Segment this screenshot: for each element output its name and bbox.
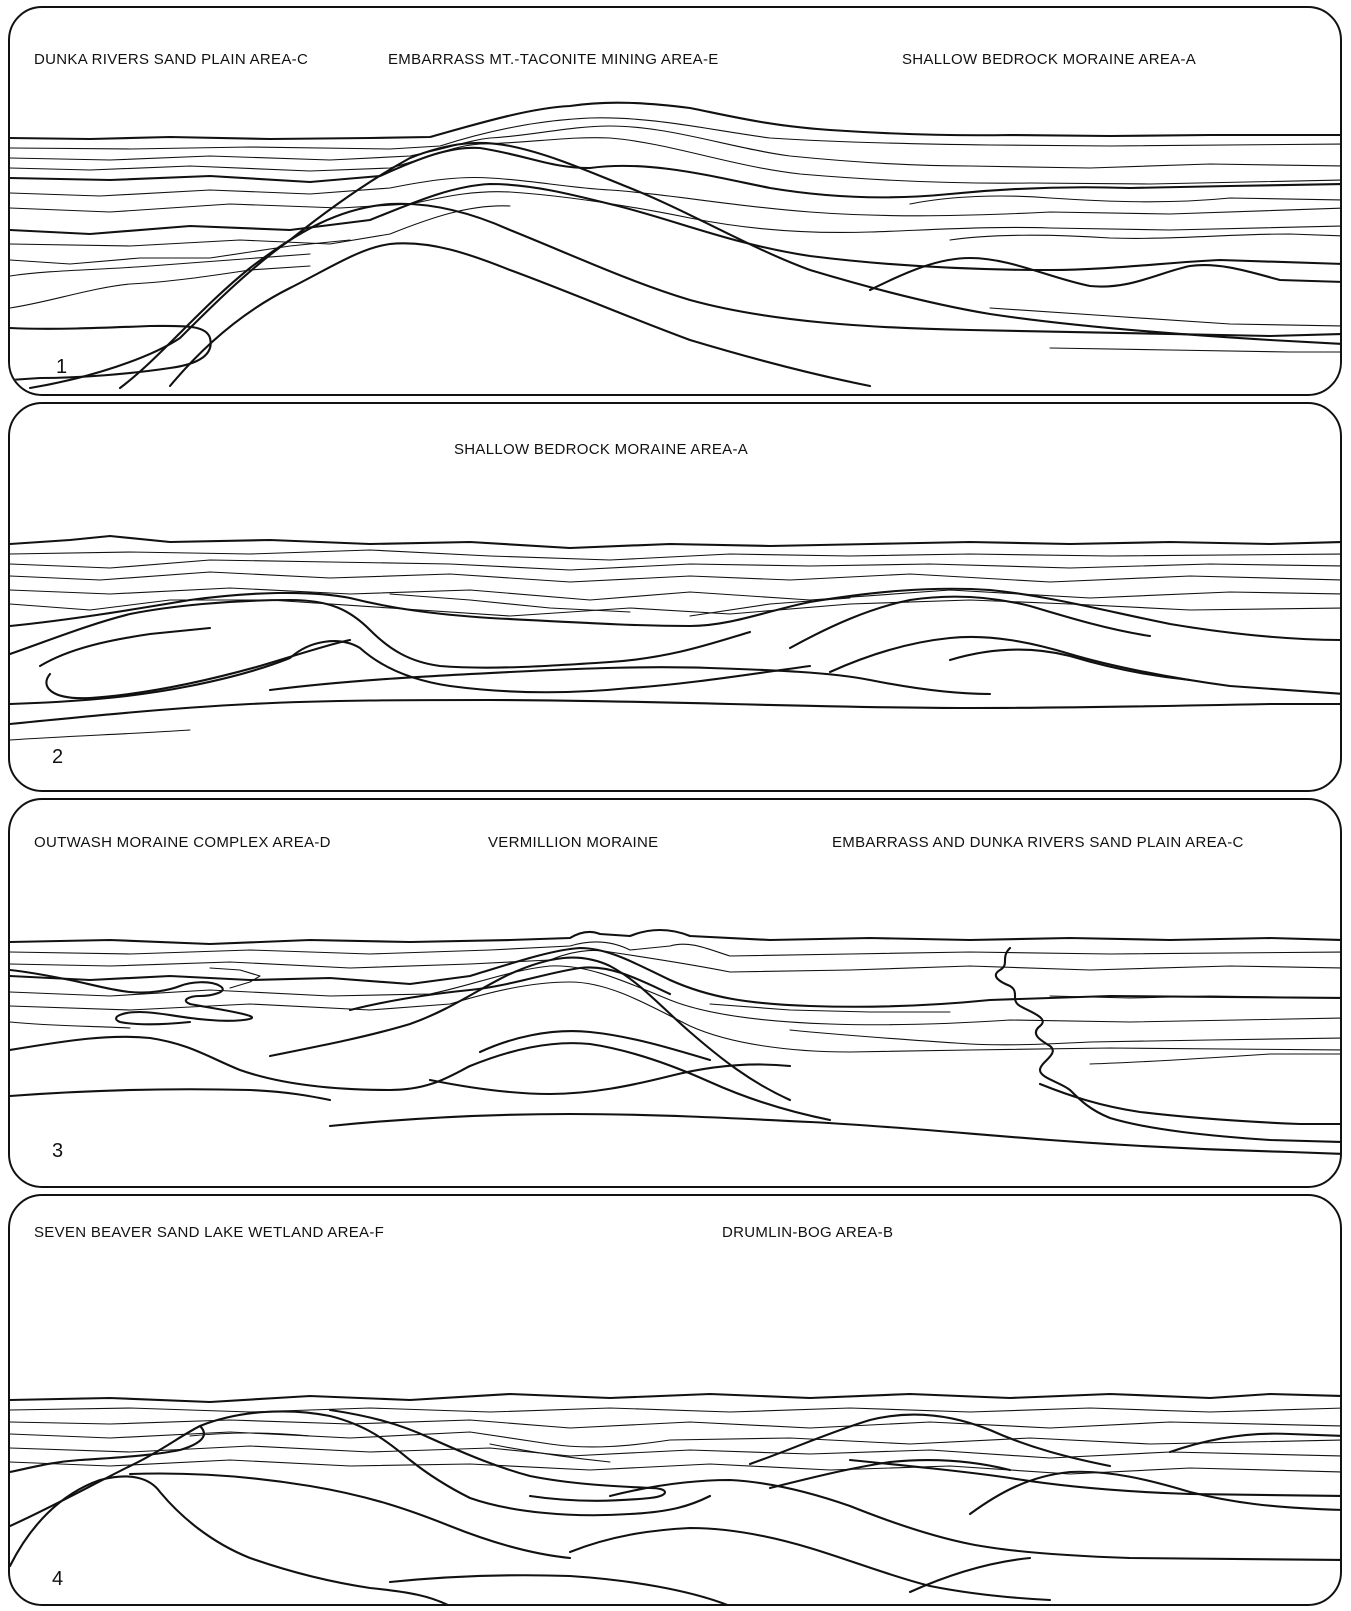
landscape-panel-1: DUNKA RIVERS SAND PLAIN AREA-C EMBARRASS… — [8, 6, 1342, 396]
landscape-sketch-3 — [10, 928, 1340, 1155]
landscape-panel-4: SEVEN BEAVER SAND LAKE WETLAND AREA-F DR… — [8, 1194, 1342, 1606]
panel-2-label-center: SHALLOW BEDROCK MORAINE AREA-A — [454, 441, 749, 458]
landscape-sketch-1 — [10, 101, 1340, 390]
panel-1-number: 1 — [56, 356, 68, 378]
panel-3-number: 3 — [52, 1140, 64, 1162]
panel-3-label-center: VERMILLION MORAINE — [488, 834, 659, 851]
panel-3-label-left: OUTWASH MORAINE COMPLEX AREA-D — [34, 834, 331, 851]
panel-2-number: 2 — [52, 746, 64, 768]
panel-4-label-right: DRUMLIN-BOG AREA-B — [722, 1224, 894, 1241]
panel-3-label-right: EMBARRASS AND DUNKA RIVERS SAND PLAIN AR… — [832, 834, 1244, 851]
landscape-panel-2: SHALLOW BEDROCK MORAINE AREA-A 2 — [8, 402, 1342, 792]
landscape-sketch-2 — [10, 534, 1340, 741]
panel-4-label-left: SEVEN BEAVER SAND LAKE WETLAND AREA-F — [34, 1224, 385, 1241]
landscape-sketch-4 — [10, 1392, 1340, 1604]
panel-4-number: 4 — [52, 1568, 64, 1590]
panel-1-label-right: SHALLOW BEDROCK MORAINE AREA-A — [902, 51, 1197, 68]
panel-1-label-left: DUNKA RIVERS SAND PLAIN AREA-C — [34, 51, 309, 68]
landscape-panel-3: OUTWASH MORAINE COMPLEX AREA-D VERMILLIO… — [8, 798, 1342, 1188]
panel-1-label-center: EMBARRASS MT.-TACONITE MINING AREA-E — [388, 51, 719, 68]
